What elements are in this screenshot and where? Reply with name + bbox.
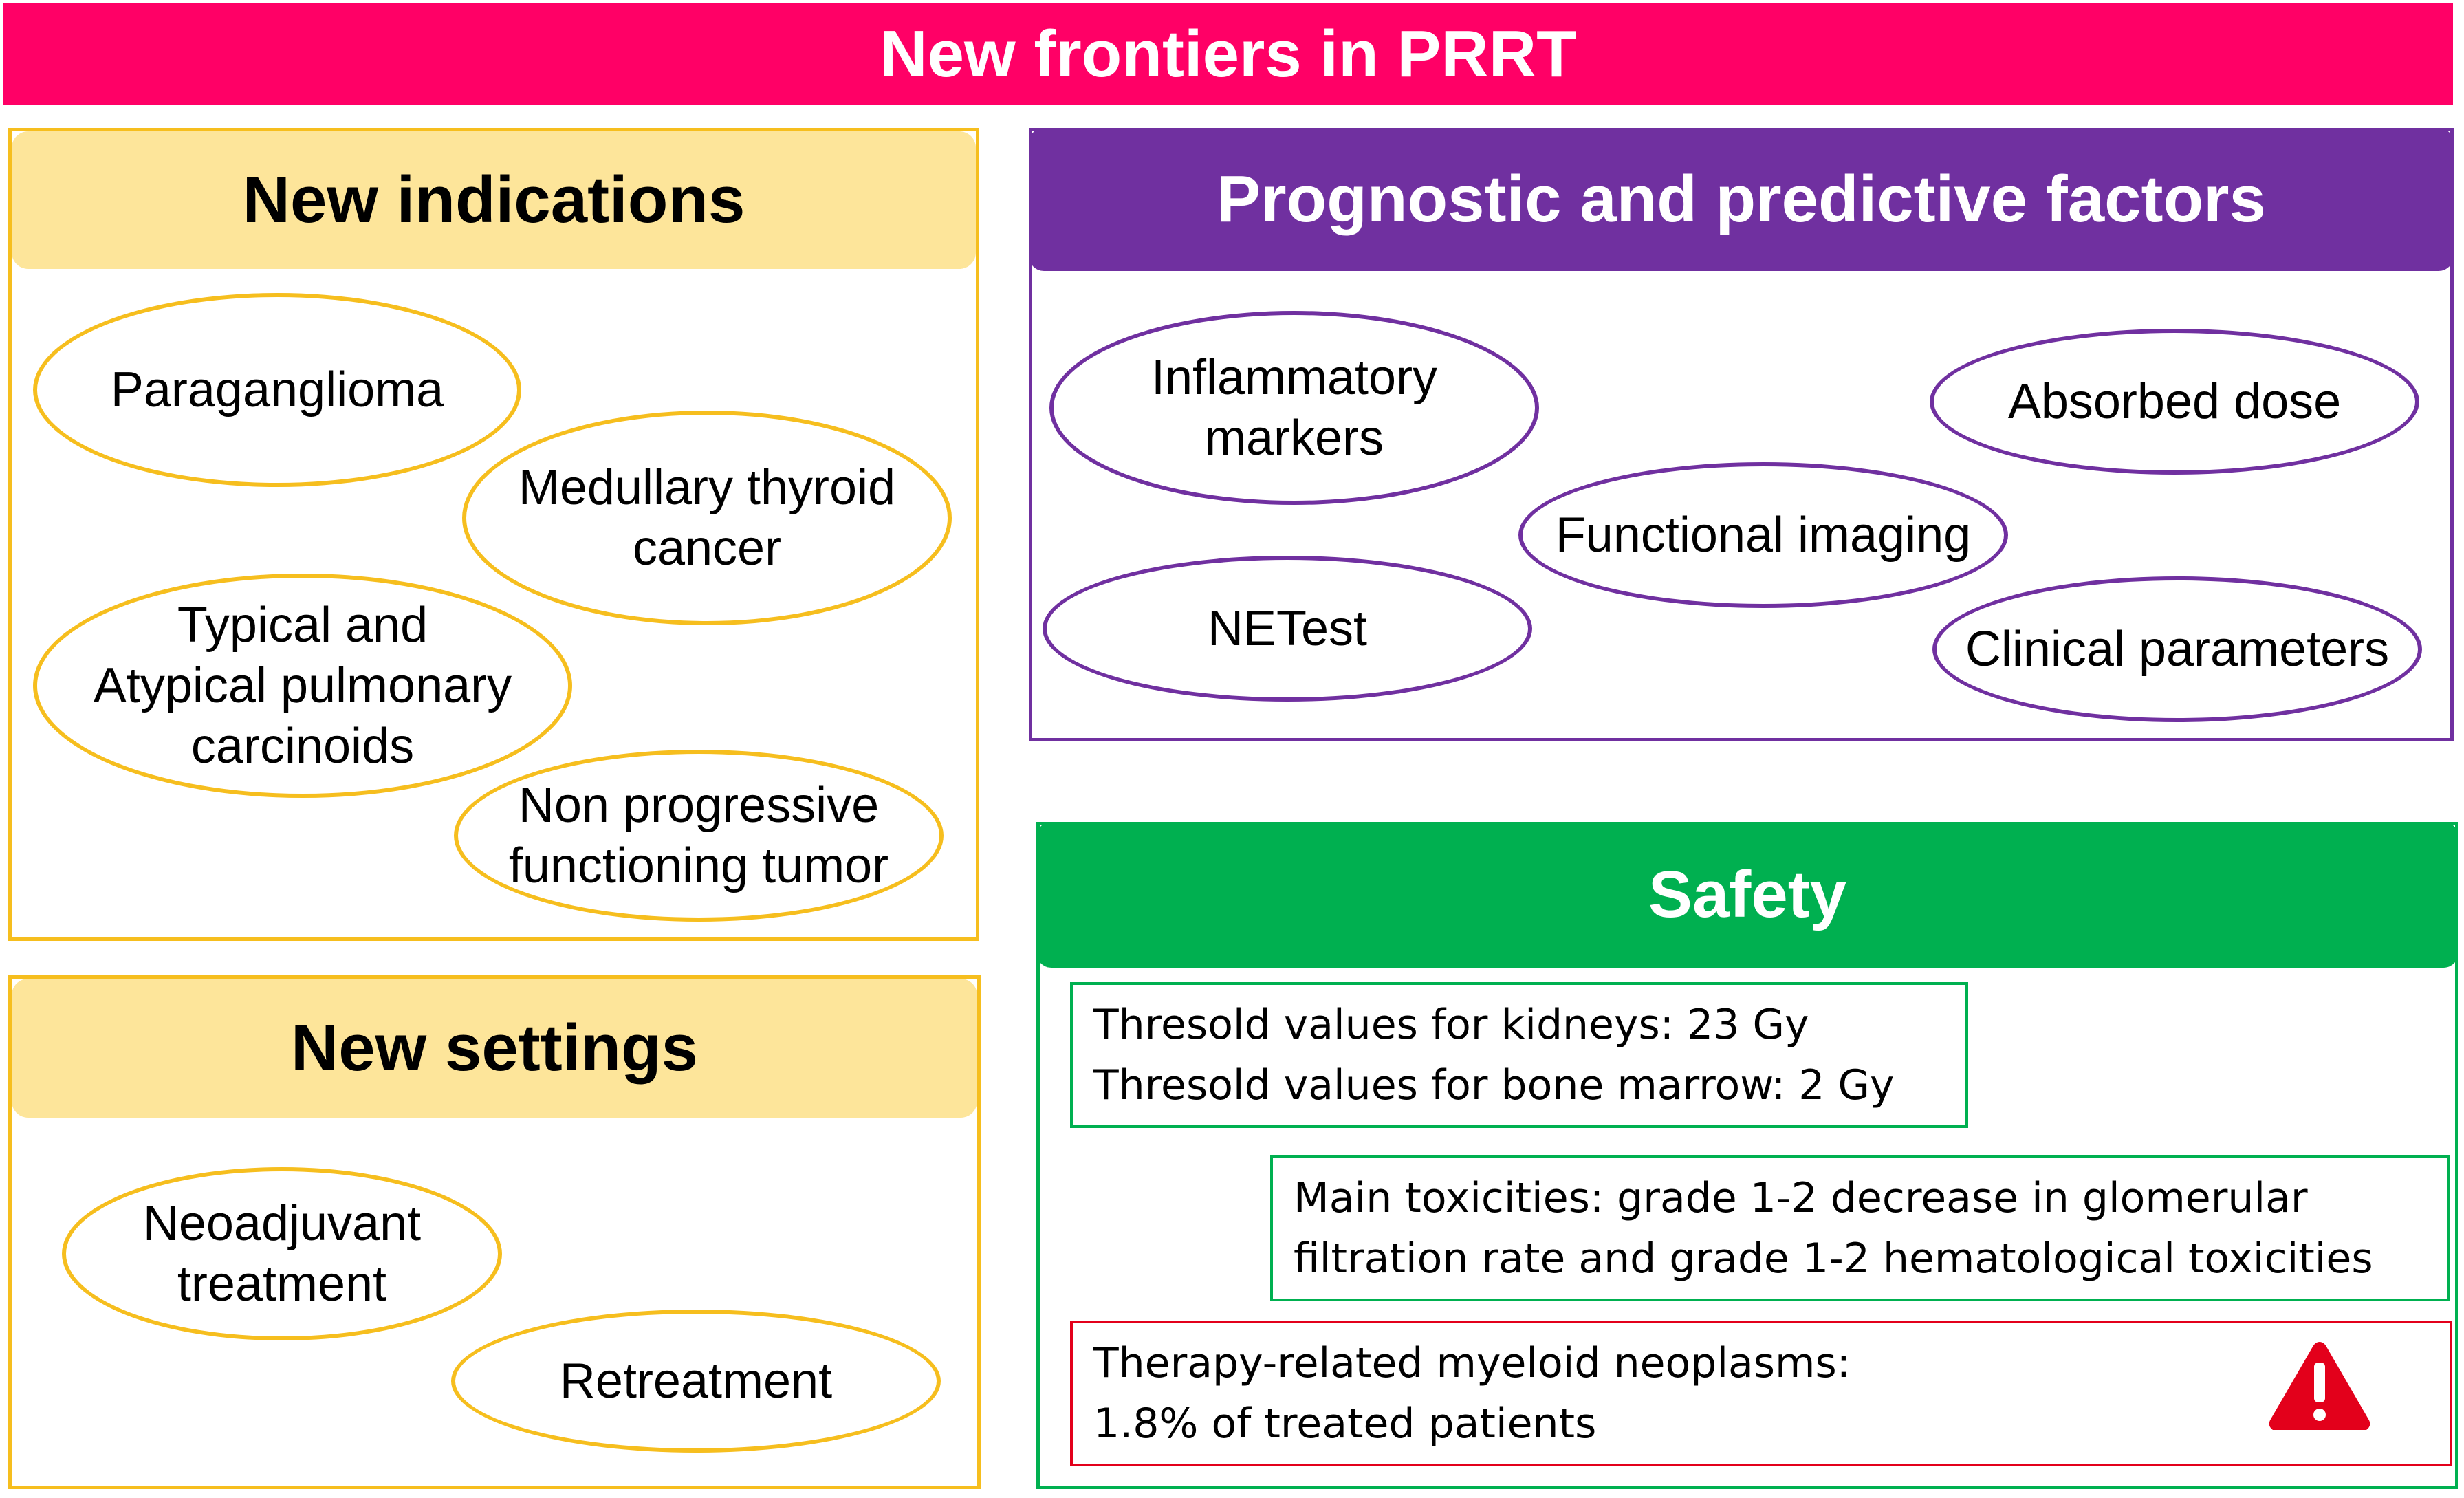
threshold-values-box: Thresold values for kidneys: 23 Gy Thres… (1070, 982, 1968, 1128)
factor-absorbed-dose: Absorbed dose (1930, 329, 2419, 475)
threshold-kidneys: Thresold values for kidneys: 23 Gy (1093, 1001, 1809, 1049)
new-indications-panel (8, 128, 979, 941)
setting-retreatment: Retreatment (451, 1310, 941, 1453)
neoplasms-line-1: Therapy-related myeloid neoplasms: (1093, 1339, 1851, 1387)
indication-pulmonary-carcinoids: Typical and Atypical pulmonary carcinoid… (33, 574, 572, 798)
toxicities-line-2: filtration rate and grade 1-2 hematologi… (1294, 1235, 2373, 1283)
threshold-bone-marrow: Thresold values for bone marrow: 2 Gy (1093, 1061, 1895, 1109)
factor-netest: NETest (1043, 556, 1532, 702)
indication-non-progressive-tumor: Non progressive functioning tumor (454, 750, 944, 922)
setting-neoadjuvant: Neoadjuvant treatment (62, 1167, 502, 1340)
neoplasms-line-2: 1.8% of treated patients (1093, 1400, 1597, 1448)
prognostic-heading: Prognostic and predictive factors (1029, 128, 2454, 271)
toxicities-line-1: Main toxicities: grade 1-2 decrease in g… (1294, 1174, 2308, 1222)
warning-triangle-icon (2269, 1342, 2370, 1430)
indication-paraganglioma: Paraganglioma (33, 293, 521, 487)
new-settings-heading: New settings (12, 979, 977, 1118)
page-title: New frontiers in PRRT (3, 3, 2453, 105)
safety-heading: Safety (1036, 822, 2458, 968)
indication-medullary-thyroid-cancer: Medullary thyroid cancer (462, 411, 952, 625)
main-toxicities-box: Main toxicities: grade 1-2 decrease in g… (1270, 1155, 2450, 1301)
new-settings-panel (8, 975, 981, 1489)
new-indications-heading: New indications (12, 131, 976, 269)
myeloid-neoplasms-box: Therapy-related myeloid neoplasms: 1.8% … (1070, 1321, 2452, 1466)
factor-inflammatory-markers: Inflammatory markers (1049, 311, 1539, 505)
factor-clinical-parameters: Clinical parameters (1932, 576, 2422, 722)
factor-functional-imaging: Functional imaging (1518, 462, 2008, 608)
